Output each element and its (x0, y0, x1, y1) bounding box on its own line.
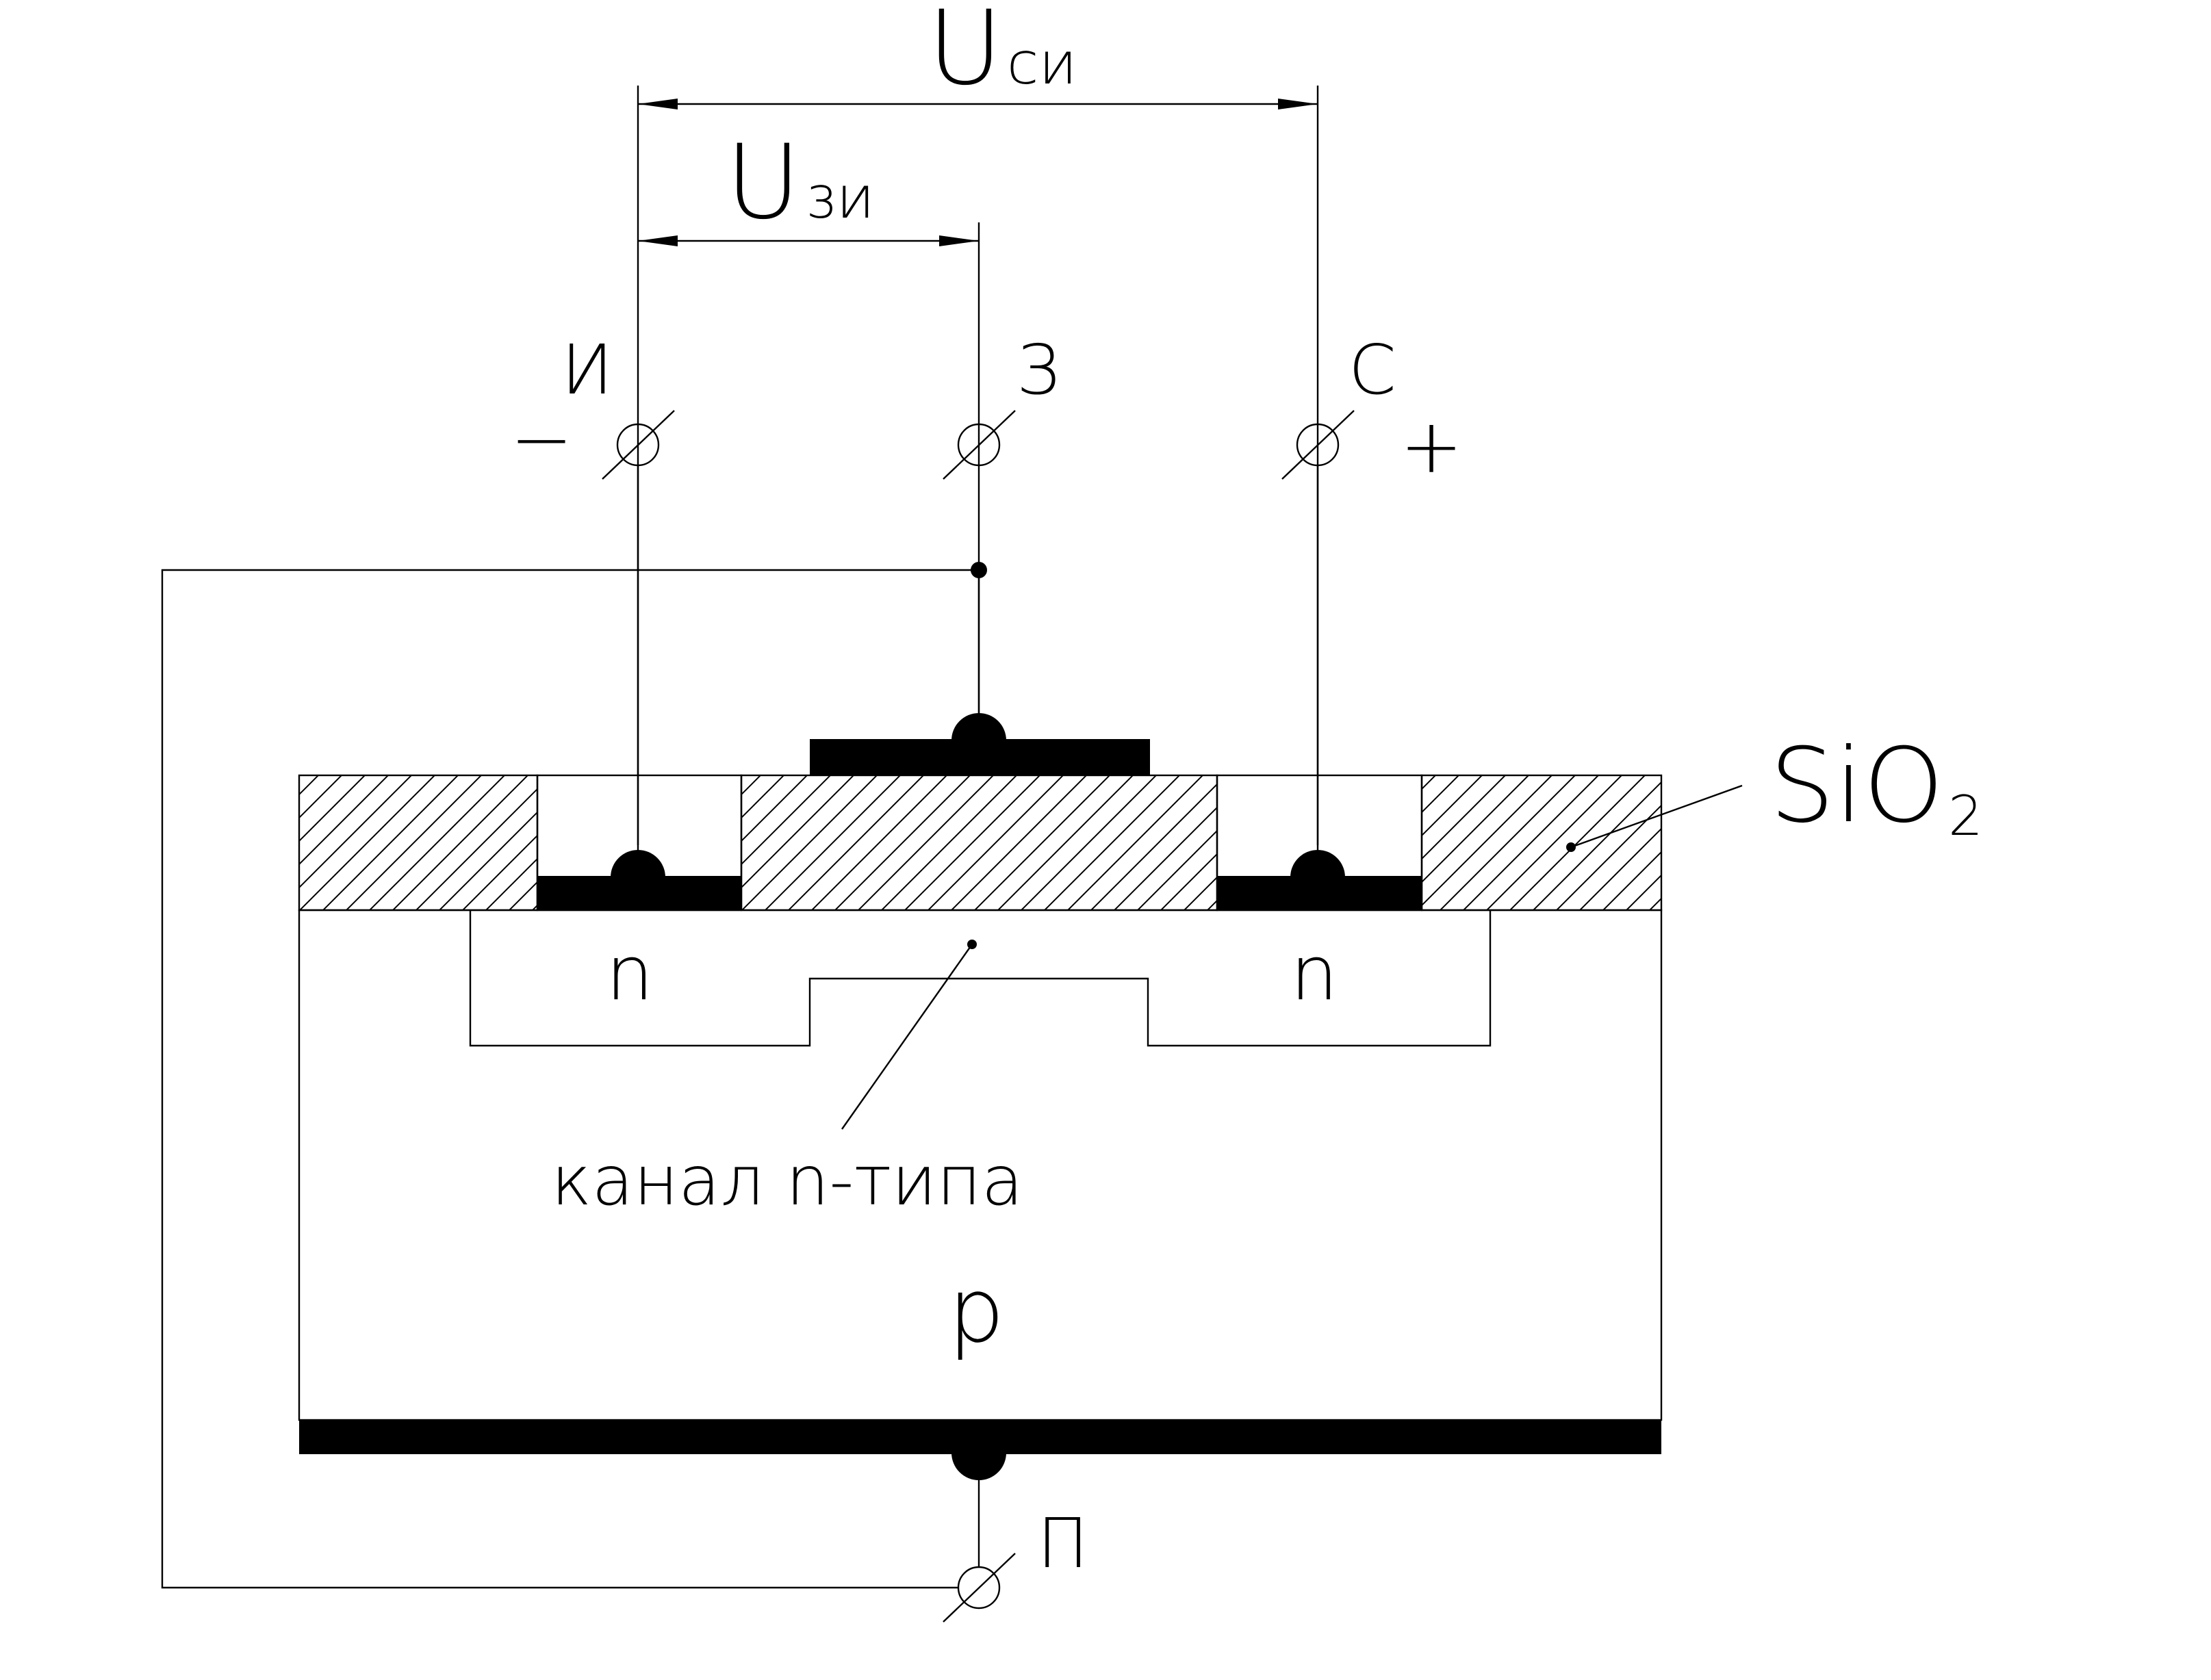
oxide-segment-left (298, 774, 539, 912)
terminal-substrate: П (943, 1458, 1088, 1623)
arrowhead-right (1278, 99, 1318, 109)
channel-annotation: канал n-типа (551, 940, 1023, 1221)
leader-dot (967, 940, 977, 949)
drain-contact (1217, 465, 1422, 910)
voltage-uds-label: Uси (928, 0, 1077, 108)
voltage-ugs-label: Uзи (726, 123, 875, 242)
oxide-segment-right (1420, 774, 1663, 912)
oxide-annotation: SiO2 (1566, 727, 1983, 852)
source-label: И (561, 330, 613, 410)
n-region-outline (469, 910, 1492, 1047)
leader-dot (1566, 842, 1576, 852)
voltage-uds-dimension: Uси (637, 0, 1319, 845)
oxide-label: SiO2 (1769, 727, 1983, 848)
substrate-label: П (1037, 1503, 1088, 1584)
terminal-drain: С + (1281, 330, 1463, 490)
source-region-label: n (606, 929, 654, 1017)
arrowhead-left (638, 99, 678, 109)
source-polarity: − (510, 396, 573, 483)
oxide-segment-center (740, 774, 1218, 912)
gate-label: З (1017, 330, 1060, 410)
drain-polarity: + (1400, 402, 1463, 490)
drain-label: С (1349, 330, 1396, 410)
arrowhead-left (638, 235, 678, 246)
terminal-source: И − (510, 330, 675, 483)
gate-electrode (810, 570, 1150, 775)
drain-region-label: n (1290, 929, 1338, 1017)
substrate-contact (299, 1420, 1661, 1480)
voltage-ugs-dimension: Uзи (638, 123, 980, 719)
source-contact (537, 465, 741, 910)
oxide-layer (298, 774, 1663, 912)
substrate-region-label: p (948, 1258, 1005, 1362)
channel-label: канал n-типа (551, 1141, 1023, 1221)
terminal-gate: З (943, 330, 1060, 480)
arrowhead-right (939, 235, 979, 246)
